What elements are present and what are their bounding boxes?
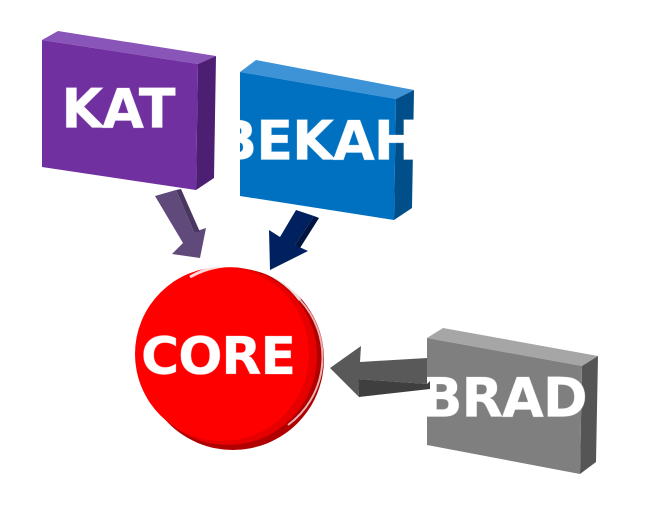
- node-brad-top: [427, 328, 598, 366]
- node-bekah: BEKAH: [216, 60, 419, 220]
- node-brad-side: [580, 356, 598, 474]
- edge-brad-core-arrow-shade: [358, 379, 430, 397]
- edge-bekah-core-arrow-shade: [295, 216, 319, 248]
- node-kat: KAT: [42, 31, 216, 190]
- edge-kat-core-arrow-shade: [176, 189, 200, 232]
- node-bekah-face: [240, 72, 396, 220]
- node-bekah-label: BEKAH: [216, 110, 418, 173]
- node-kat-top: [42, 31, 216, 64]
- node-kat-side: [196, 56, 216, 190]
- node-bekah-top: [240, 60, 414, 99]
- node-core-highlight: [189, 264, 302, 301]
- node-core-label: CORE: [141, 327, 295, 387]
- edge-brad-core: [330, 346, 430, 397]
- edge-bekah-core: [269, 210, 319, 270]
- node-brad-label: BRAD: [421, 367, 586, 430]
- node-core-highlight-side: [287, 299, 324, 426]
- node-core-face: [135, 267, 309, 441]
- edge-bekah-core-arrow: [269, 210, 314, 270]
- edge-kat-core: [155, 189, 206, 258]
- node-core: CORE: [135, 264, 324, 450]
- edge-brad-core-arrow: [330, 346, 427, 397]
- node-bekah-side: [394, 90, 414, 220]
- node-kat-face: [42, 40, 198, 190]
- node-brad: BRAD: [421, 328, 598, 474]
- node-brad-face: [427, 338, 582, 474]
- edge-kat-core-arrow: [155, 190, 206, 258]
- node-kat-label: KAT: [61, 78, 175, 141]
